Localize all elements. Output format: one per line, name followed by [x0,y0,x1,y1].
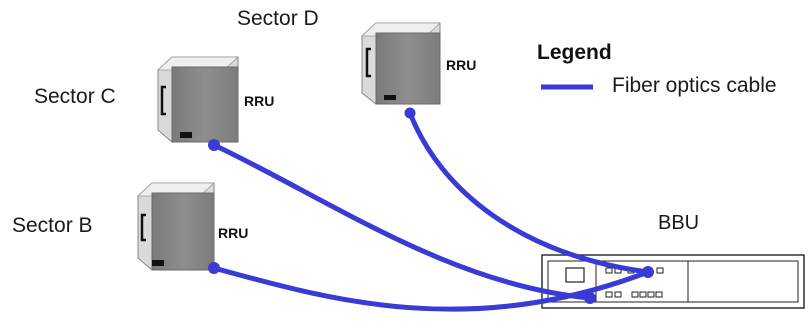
handle-icon [140,213,146,242]
cable-sector-c [211,142,593,301]
endpoint-dot [642,266,654,278]
endpoint-dot [208,262,220,274]
rru-label-sector-c: RRU [244,93,275,109]
bbu-port-row-bottom [605,291,663,298]
legend-cable-label: Fiber optics cable [612,74,777,97]
sector-d-label: Sector D [237,7,319,30]
legend-title: Legend [537,41,612,64]
sector-b-label: Sector B [12,214,93,237]
rru-label-sector-d: RRU [446,57,477,73]
rru-unit-sector-b [136,182,216,271]
bbu-chassis [541,254,805,309]
port-icon [152,260,164,266]
sector-c-label: Sector C [34,85,116,108]
bbu-label: BBU [658,212,700,234]
cable-sector-b [211,265,651,312]
handle-icon [160,85,166,116]
port-icon [384,95,396,100]
bbu-module-icon [565,267,585,283]
rru-label-sector-b: RRU [218,225,249,241]
endpoint-dot [584,292,596,304]
endpoint-dot [208,139,220,151]
rru-unit-sector-d [360,22,442,105]
cable-sector-d [407,110,651,275]
port-icon [180,132,192,138]
rru-unit-sector-c [156,56,240,143]
handle-icon [365,47,371,78]
fiber-cables [211,110,651,312]
endpoint-dot [404,107,416,119]
cable-endpoints [208,107,654,304]
